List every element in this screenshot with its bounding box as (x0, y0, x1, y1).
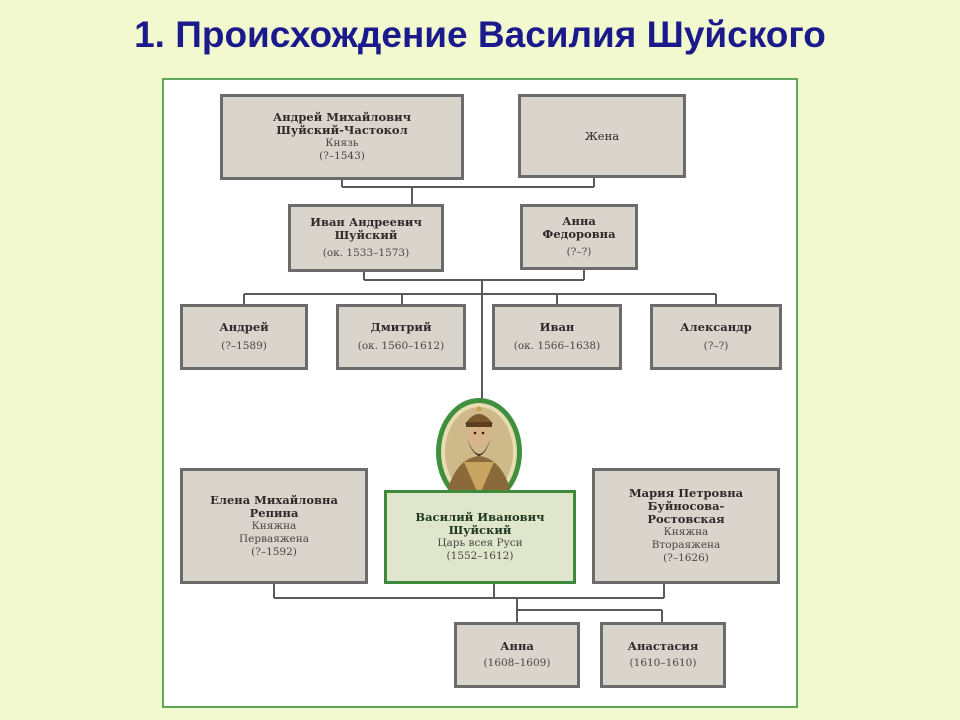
sibling-box-andrey: Андрей (?–1589) (180, 304, 308, 370)
wife2-role: Втораяжена (651, 539, 721, 551)
sibling-name: Дмитрий (370, 320, 432, 334)
vasily-box: Василий Иванович Шуйский Царь всея Руси … (384, 490, 576, 584)
child-box-anna: Анна (1608–1609) (454, 622, 580, 688)
wife1-title: Княжна (251, 519, 297, 532)
wife1-name-line2: Репина (249, 505, 299, 520)
wife2-name-line2: Буйносова- (647, 499, 725, 513)
grandfather-name-line2: Шуйский-Частокол (276, 123, 408, 137)
grandfather-title: Князь (325, 137, 359, 149)
child-name: Анна (500, 639, 534, 653)
wife2-name-line1: Мария Петровна (628, 486, 744, 500)
sibling-box-dmitry: Дмитрий (ок. 1560–1612) (336, 304, 466, 370)
sibling-dates: (ок. 1560–1612) (357, 340, 445, 352)
tsar-portrait-icon (436, 398, 522, 506)
wife2-dates: (?–1626) (663, 552, 709, 564)
father-dates: (ок. 1533–1573) (322, 247, 410, 259)
vasily-name-line1: Василий Иванович (415, 510, 545, 524)
wife2-title: Княжна (663, 526, 709, 538)
wife2-name-line3: Ростовская (647, 512, 725, 526)
vasily-title: Царь всея Руси (437, 537, 523, 549)
sibling-name: Александр (680, 320, 752, 334)
father-name-line1: Иван Андреевич (310, 215, 422, 229)
grandmother-name: Жена (584, 128, 620, 143)
wife1-box: Елена Михайловна Репина Княжна Перваяжен… (180, 468, 368, 584)
father-name-line2: Шуйский (334, 228, 398, 242)
father-box: Иван Андреевич Шуйский (ок. 1533–1573) (288, 204, 444, 272)
grandfather-box: Андрей Михайлович Шуйский-Частокол Князь… (220, 94, 464, 180)
grandmother-box: Жена (518, 94, 686, 178)
child-dates: (1608–1609) (483, 657, 551, 669)
grandfather-dates: (?–1543) (319, 150, 365, 162)
sibling-box-alexander: Александр (?–?) (650, 304, 782, 370)
family-tree-panel: Андрей Михайлович Шуйский-Частокол Князь… (162, 78, 798, 708)
vasily-name-line2: Шуйский (448, 523, 512, 537)
sibling-box-ivan: Иван (ок. 1566–1638) (492, 304, 622, 370)
sibling-dates: (?–1589) (221, 340, 267, 352)
child-dates: (1610–1610) (629, 657, 697, 669)
vasily-dates: (1552–1612) (446, 550, 514, 562)
grandfather-name-line1: Андрей Михайлович (272, 110, 412, 124)
mother-name-line2: Федоровна (542, 227, 616, 241)
mother-box: Анна Федоровна (?–?) (520, 204, 638, 270)
mother-name-line1: Анна (562, 214, 596, 228)
title-text: Происхождение Василия Шуйского (175, 14, 826, 55)
mother-dates: (?–?) (566, 246, 592, 258)
title-number: 1. (134, 14, 165, 55)
wife2-box: Мария Петровна Буйносова- Ростовская Кня… (592, 468, 780, 584)
wife1-dates: (?–1592) (251, 545, 297, 558)
child-box-anastasia: Анастасия (1610–1610) (600, 622, 726, 688)
sibling-dates: (?–?) (703, 340, 729, 352)
sibling-dates: (ок. 1566–1638) (513, 340, 601, 352)
sibling-name: Иван (539, 320, 575, 334)
wife1-name-line1: Елена Михайловна (210, 492, 338, 507)
child-name: Анастасия (627, 639, 699, 653)
sibling-name: Андрей (219, 320, 269, 334)
page-title: 1. Происхождение Василия Шуйского (0, 14, 960, 56)
tree-connector-lines (243, 178, 717, 622)
wife1-role: Перваяжена (238, 532, 310, 545)
